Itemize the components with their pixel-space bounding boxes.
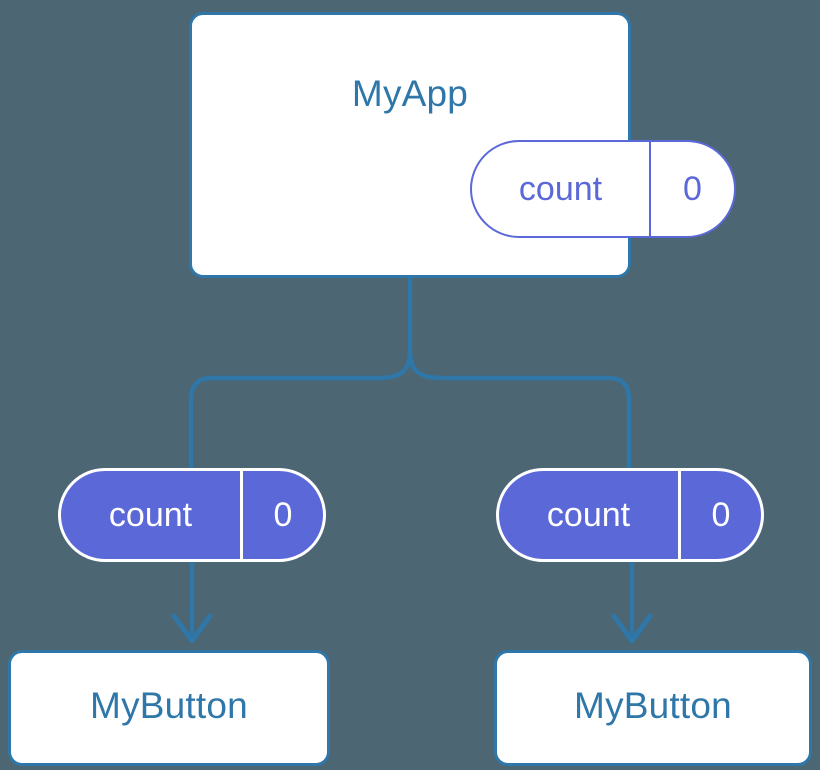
prop-pill-left-count[interactable]: count 0	[58, 468, 326, 562]
props-arrow-right-head	[611, 613, 653, 644]
prop-pill-right-count[interactable]: count 0	[496, 468, 764, 562]
prop-pill-value: 0	[240, 471, 323, 559]
component-card-mybutton-left[interactable]: MyButton	[8, 650, 330, 766]
prop-pill-key: count	[546, 496, 631, 534]
component-title-myapp: MyApp	[351, 73, 469, 114]
state-flow-split-path-right	[407, 347, 632, 471]
state-pill-value: 0	[649, 142, 734, 236]
prop-pill-value: 0	[678, 471, 761, 559]
props-arrow-left-head	[171, 613, 213, 644]
component-card-myapp[interactable]: MyApp count 0	[189, 12, 736, 278]
state-pill-myapp-count[interactable]: count 0	[470, 140, 736, 238]
state-flow-split-path	[188, 275, 413, 471]
state-pill-key: count	[518, 170, 603, 208]
component-title-mybutton: MyButton	[574, 685, 732, 726]
component-card-mybutton-right[interactable]: MyButton	[494, 650, 812, 766]
prop-pill-key: count	[108, 496, 193, 534]
component-title-mybutton: MyButton	[90, 685, 248, 726]
